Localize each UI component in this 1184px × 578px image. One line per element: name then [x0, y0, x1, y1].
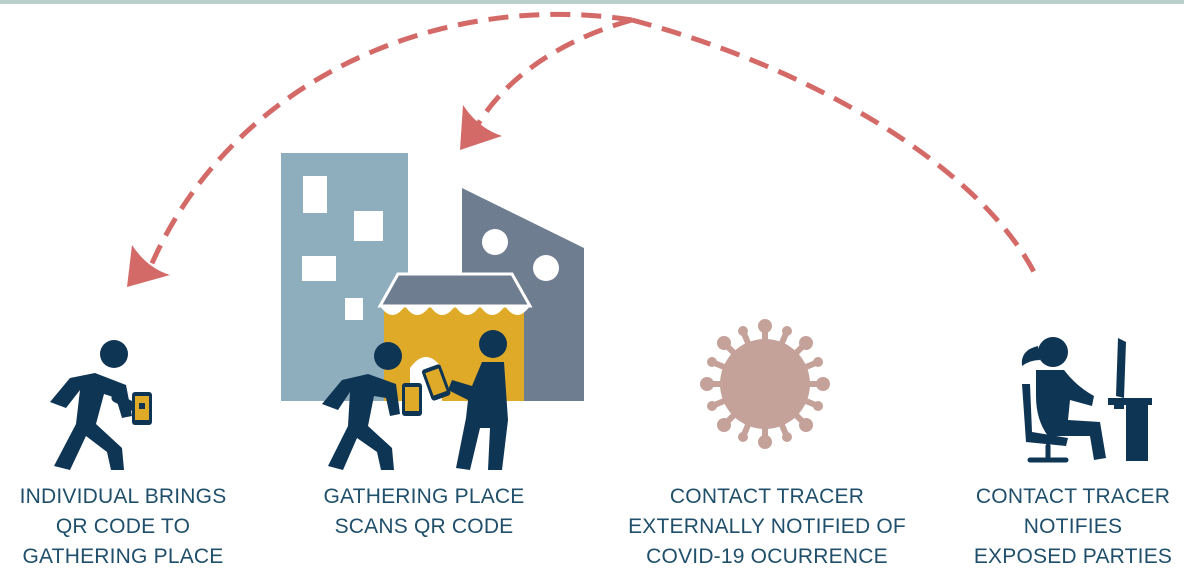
city-buildings-shop-icon — [281, 153, 584, 470]
person-at-computer-icon — [1021, 337, 1152, 463]
step-notifies-caption: CONTACT TRACER NOTIFIES EXPOSED PARTIES — [962, 482, 1184, 572]
arc-to-gathering-place — [469, 17, 633, 137]
caption-line: EXPOSED PARTIES — [973, 545, 1173, 568]
caption-line: CONTACT TRACER — [975, 485, 1171, 508]
visitor-person-icon — [322, 342, 422, 470]
caption-line: COVID-19 OCURRENCE — [646, 545, 888, 568]
step-gathering-caption: GATHERING PLACE SCANS QR CODE — [316, 482, 532, 542]
top-divider — [0, 0, 1184, 4]
arc-from-tracer — [631, 17, 1037, 274]
walking-person-with-phone-icon — [50, 340, 152, 470]
staff-person-icon — [421, 330, 508, 470]
caption-line: NOTIFIES — [1023, 515, 1123, 538]
arrowhead-gathering-icon — [460, 105, 502, 150]
step-individual-caption: INDIVIDUAL BRINGS QR CODE TO GATHERING P… — [0, 482, 246, 572]
notification-arrows — [127, 11, 1037, 287]
caption-line: EXTERNALLY NOTIFIED OF — [628, 515, 906, 538]
shop-awning — [377, 272, 533, 308]
caption-line: INDIVIDUAL BRINGS — [19, 485, 227, 508]
caption-line: SCANS QR CODE — [334, 515, 514, 538]
caption-line: QR CODE TO — [55, 515, 191, 538]
caption-line: GATHERING PLACE — [22, 545, 224, 568]
arrowhead-individual-icon — [127, 245, 170, 287]
arc-to-individual — [147, 11, 633, 269]
step-notified-caption: CONTACT TRACER EXTERNALLY NOTIFIED OF CO… — [622, 482, 912, 572]
caption-line: CONTACT TRACER — [669, 485, 865, 508]
caption-line: GATHERING PLACE — [323, 485, 525, 508]
virus-icon — [700, 319, 830, 449]
